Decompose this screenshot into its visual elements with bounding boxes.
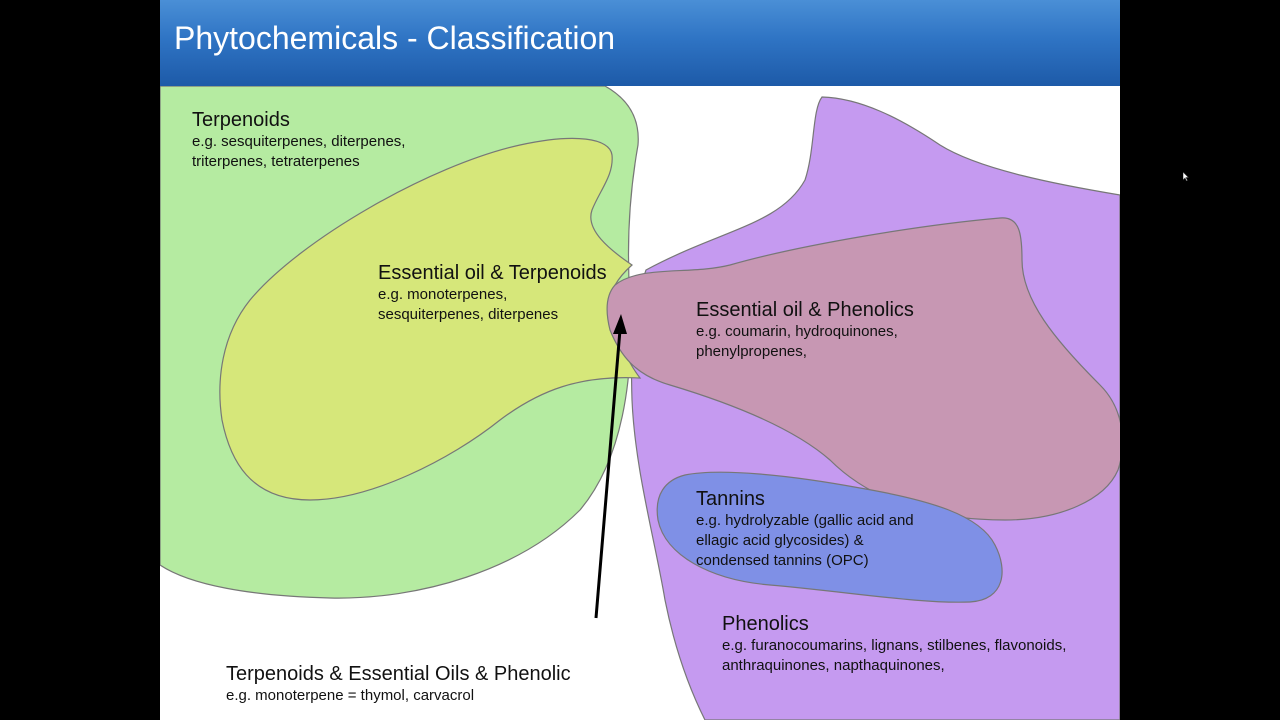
all-three-examples-line1: e.g. monoterpene = thymol, carvacrol <box>226 687 475 704</box>
terpenoids-label: Terpenoids e.g. sesquiterpenes, diterpen… <box>192 108 405 172</box>
venn-diagram <box>160 85 1120 720</box>
title-bar: Phytochemicals - Classification <box>160 0 1120 86</box>
all-three-label: Terpenoids & Essential Oils & Phenolic e… <box>226 662 571 706</box>
essential-oil-phenolics-label: Essential oil & Phenolics e.g. coumarin,… <box>696 298 914 362</box>
tannins-heading: Tannins <box>696 488 765 510</box>
terpenoids-examples-line2: triterpenes, tetraterpenes <box>192 153 360 170</box>
phenolics-label: Phenolics e.g. furanocoumarins, lignans,… <box>722 612 1066 676</box>
phenolics-examples-line1: e.g. furanocoumarins, lignans, stilbenes… <box>722 637 1067 654</box>
slide-title: Phytochemicals - Classification <box>174 20 616 56</box>
slide: Phytochemicals - Classification Terpenoi… <box>160 0 1120 720</box>
arrowhead-icon <box>613 314 627 334</box>
tannins-examples-line2: ellagic acid glycosides) & <box>696 532 864 549</box>
essential-oil-terpenoids-examples-line2: sesquiterpenes, diterpenes <box>378 306 559 323</box>
arrow-line <box>594 329 622 619</box>
essential-oil-phenolics-examples-line2: phenylpropenes, <box>696 343 807 360</box>
tannins-region <box>656 471 1003 603</box>
phenolics-examples-line2: anthraquinones, napthaquinones, <box>722 657 945 674</box>
tannins-examples-line1: e.g. hydrolyzable (gallic acid and <box>696 512 914 529</box>
all-three-heading: Terpenoids & Essential Oils & Phenolic <box>226 663 571 685</box>
essential-oil-terpenoids-examples-line1: e.g. monoterpenes, <box>378 286 508 303</box>
essential-oil-phenolics-region <box>606 217 1120 521</box>
tannins-examples-line3: condensed tannins (OPC) <box>696 552 869 569</box>
essential-oil-terpenoids-heading: Essential oil & Terpenoids <box>378 262 607 284</box>
essential-oil-phenolics-heading: Essential oil & Phenolics <box>696 299 914 321</box>
mouse-cursor-icon <box>1183 172 1189 181</box>
terpenoids-examples-line1: e.g. sesquiterpenes, diterpenes, <box>192 133 406 150</box>
terpenoids-heading: Terpenoids <box>192 109 290 131</box>
essential-oil-phenolics-examples-line1: e.g. coumarin, hydroquinones, <box>696 323 898 340</box>
tannins-label: Tannins e.g. hydrolyzable (gallic acid a… <box>696 487 914 571</box>
essential-oil-terpenoids-label: Essential oil & Terpenoids e.g. monoterp… <box>378 261 607 325</box>
phenolics-heading: Phenolics <box>722 613 809 635</box>
